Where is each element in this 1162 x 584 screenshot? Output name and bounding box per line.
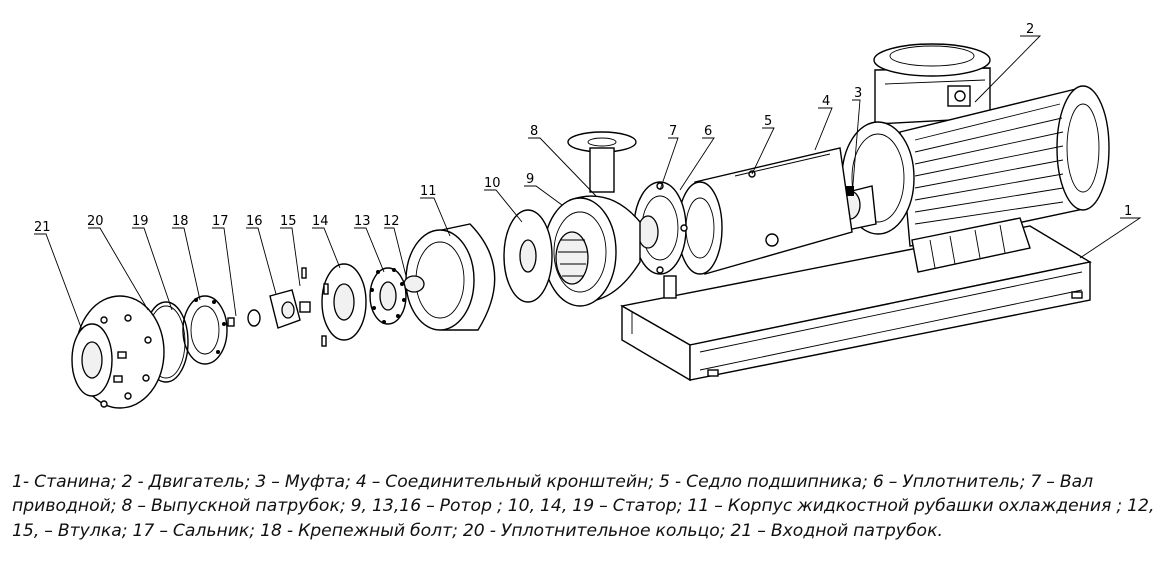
label-11: 11 <box>420 184 437 199</box>
label-19: 19 <box>132 214 149 229</box>
bracket-assembly <box>633 147 853 299</box>
inlet-flange-21 <box>71 295 165 409</box>
figure-caption: 1- Станина; 2 - Двигатель; 3 – Муфта; 4 … <box>12 472 1155 541</box>
label-20: 20 <box>87 214 104 229</box>
label-16: 16 <box>246 214 263 229</box>
label-3: 3 <box>854 86 862 101</box>
label-4: 4 <box>822 94 830 109</box>
label-10: 10 <box>484 176 501 191</box>
cooling-jacket <box>403 223 496 331</box>
rotor-13 <box>369 267 407 325</box>
label-6: 6 <box>704 124 712 139</box>
gland-17 <box>227 309 261 327</box>
part-numbers: 1 2 3 4 5 6 7 8 9 10 11 12 13 14 15 16 1… <box>34 22 1132 235</box>
label-18: 18 <box>172 214 189 229</box>
label-15: 15 <box>280 214 297 229</box>
label-2: 2 <box>1026 22 1034 37</box>
label-1: 1 <box>1124 204 1132 219</box>
label-9: 9 <box>526 172 534 187</box>
label-8: 8 <box>530 124 538 139</box>
stator-10 <box>503 209 553 303</box>
label-5: 5 <box>764 114 772 129</box>
discharge-housing <box>543 131 641 307</box>
stator-14 <box>321 263 367 341</box>
label-17: 17 <box>212 214 229 229</box>
motor <box>841 43 1110 273</box>
label-13: 13 <box>354 214 371 229</box>
rotor-16 <box>269 267 329 347</box>
exploded-pump-drawing: 1 2 3 4 5 6 7 8 9 10 11 12 13 14 15 16 1… <box>34 22 1142 409</box>
label-21: 21 <box>34 220 51 235</box>
label-14: 14 <box>312 214 329 229</box>
label-12: 12 <box>383 214 400 229</box>
label-7: 7 <box>669 124 677 139</box>
leader-lines <box>34 35 1142 331</box>
stator-19 <box>182 295 228 365</box>
